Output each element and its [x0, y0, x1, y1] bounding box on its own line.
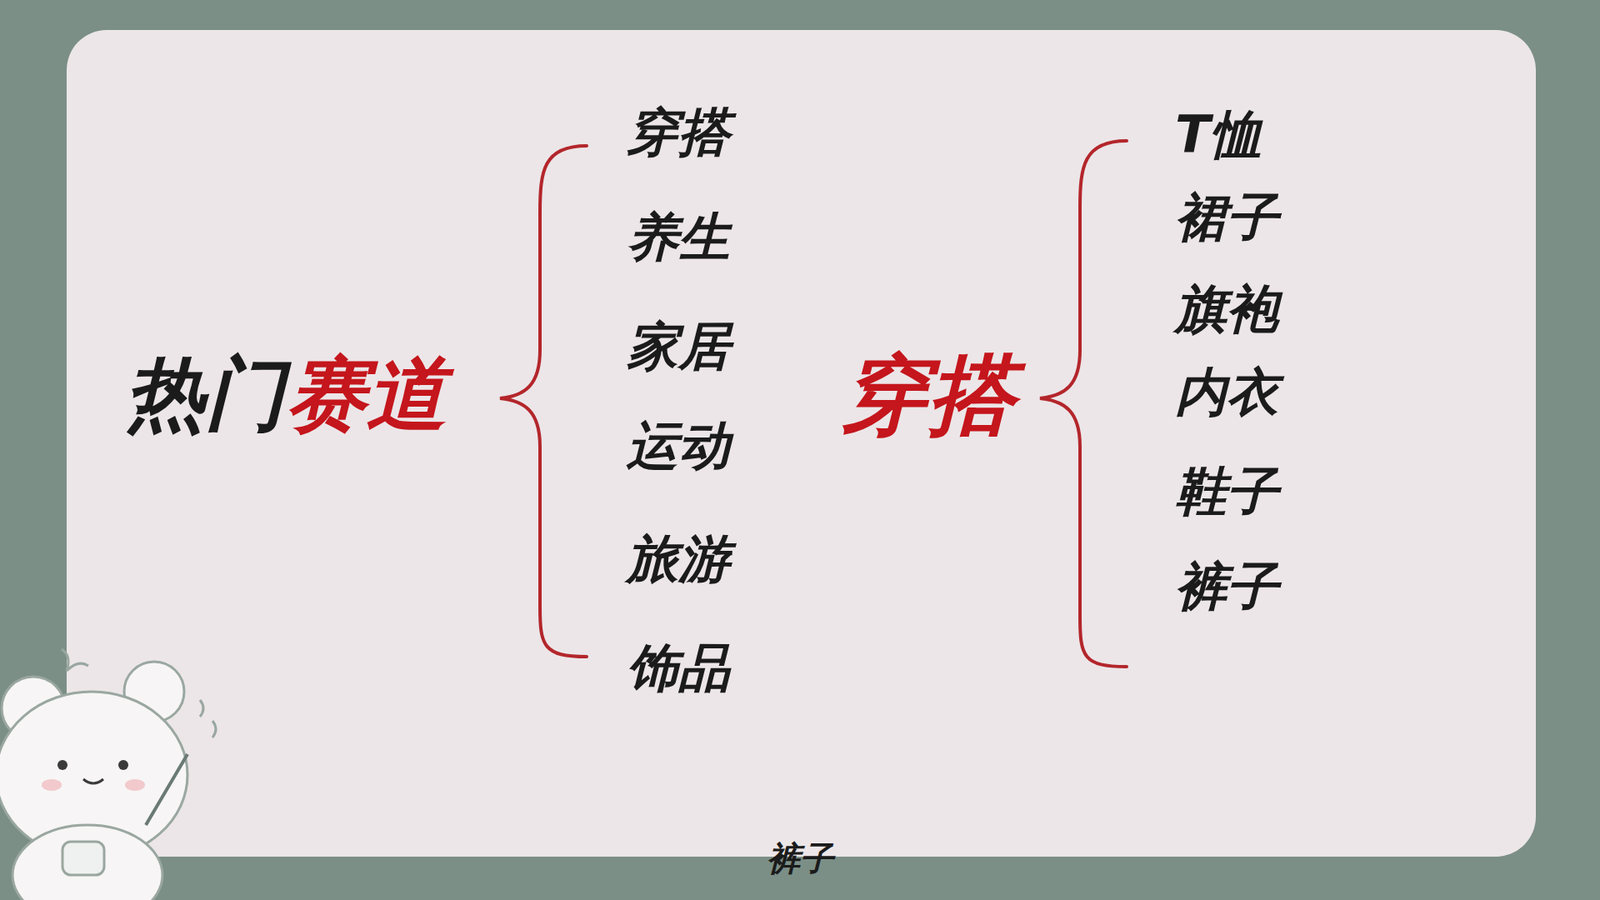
heading-text: 赛道 — [286, 350, 447, 440]
category-item: 运动 — [626, 417, 730, 475]
card-panel — [66, 30, 1536, 857]
subcategory-item: 内衣 — [1175, 364, 1279, 421]
heading-text: 热门 — [125, 350, 285, 440]
subcategory-item: 鞋子 — [1175, 463, 1279, 520]
subtitle-text: 裤子 — [766, 840, 834, 877]
category-item: 养生 — [626, 209, 730, 266]
curly-brace — [500, 145, 587, 657]
subcategory-item: T恤 — [1175, 106, 1262, 164]
subcategory-item: 旗袍 — [1175, 280, 1279, 338]
category-item: 穿搭 — [626, 104, 730, 161]
subcategory-item: 裤子 — [1175, 558, 1279, 615]
heading-text: 穿搭 — [841, 347, 1015, 443]
category-item: 家居 — [626, 318, 730, 375]
subcategory-item: 裙子 — [1175, 189, 1279, 246]
curly-brace — [1040, 140, 1127, 667]
bear-illustration — [0, 649, 216, 900]
category-item: 饰品 — [626, 640, 730, 697]
category-item: 旅游 — [626, 530, 730, 588]
